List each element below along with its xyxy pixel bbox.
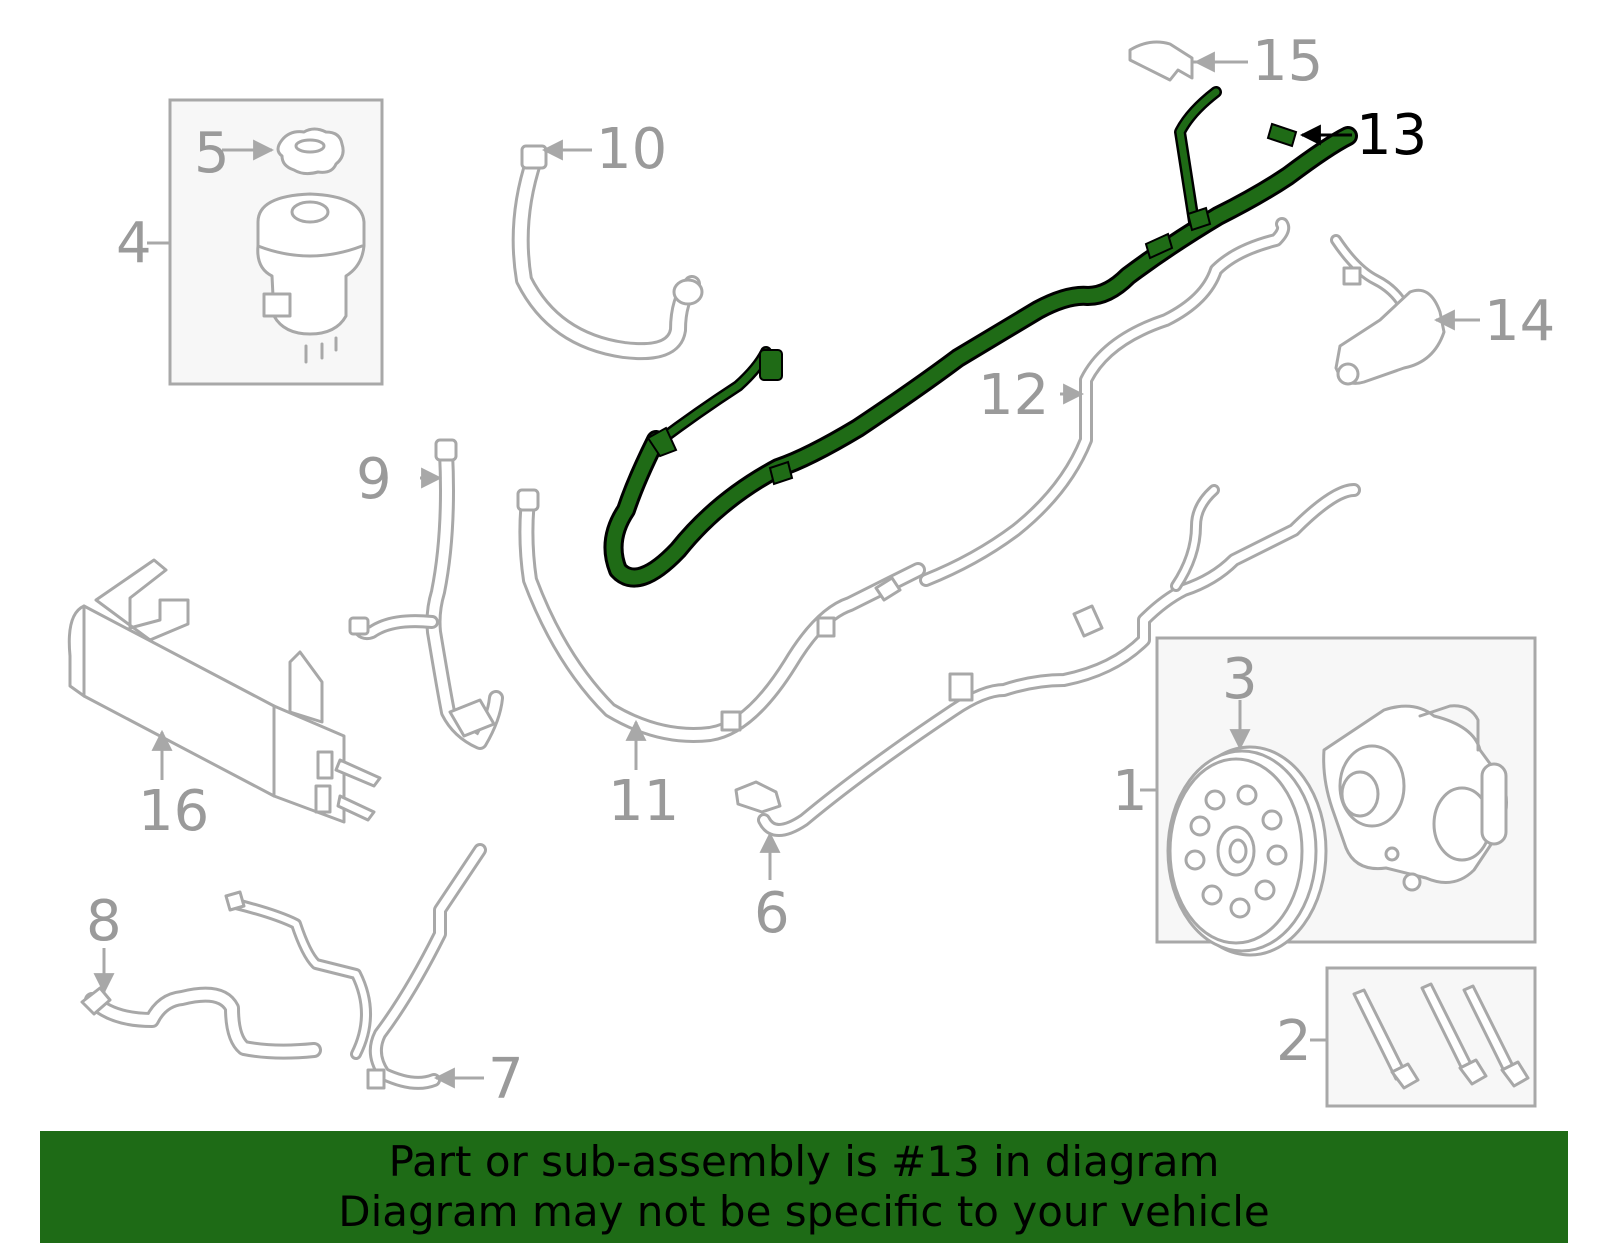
callout-8: 8 [86, 889, 122, 954]
callout-5: 5 [194, 121, 230, 186]
leader-lines [93, 51, 1480, 1089]
hose-6 [734, 483, 1361, 837]
callout-3: 3 [1222, 647, 1258, 712]
bolts-group-box [1325, 966, 1537, 1108]
callout-1: 1 [1112, 759, 1148, 824]
hose-11 [516, 488, 926, 743]
callout-13: 13 [1356, 103, 1427, 168]
callout-4: 4 [116, 211, 152, 276]
bolt-1 [1352, 988, 1420, 1090]
callout-numbers: 5 4 10 15 13 14 12 9 3 1 11 16 6 8 2 7 [86, 29, 1555, 1112]
hose-7 [224, 843, 487, 1090]
highlighted-hose-13 [603, 86, 1358, 588]
pump-body [1322, 704, 1508, 892]
callout-16: 16 [138, 779, 209, 844]
bolt-3 [1462, 984, 1530, 1088]
info-banner: Part or sub-assembly is #13 in diagram D… [40, 1131, 1568, 1243]
pump-group-box [1155, 636, 1537, 957]
banner-line-1: Part or sub-assembly is #13 in diagram [388, 1137, 1220, 1186]
banner-line-2: Diagram may not be specific to your vehi… [338, 1187, 1270, 1236]
hose-10 [511, 144, 704, 361]
callout-6: 6 [754, 881, 790, 946]
reservoir-body [256, 192, 366, 364]
hose-9 [348, 438, 504, 750]
callout-11: 11 [608, 769, 679, 834]
bolt-2 [1420, 982, 1488, 1086]
reservoir-cap [276, 127, 345, 176]
callout-7: 7 [488, 1047, 524, 1112]
hose-8 [80, 986, 322, 1060]
callout-10: 10 [596, 117, 667, 182]
hose-12 [919, 217, 1291, 587]
cooler-16 [67, 558, 382, 824]
callout-14: 14 [1484, 289, 1555, 354]
fitting-14 [1330, 234, 1446, 386]
clip-15 [1128, 40, 1194, 82]
callout-9: 9 [356, 447, 392, 512]
callout-2: 2 [1276, 1009, 1312, 1074]
callout-15: 15 [1252, 29, 1323, 94]
reservoir-group-box [168, 98, 384, 386]
callout-12: 12 [978, 363, 1049, 428]
pump-pulley [1166, 745, 1328, 957]
